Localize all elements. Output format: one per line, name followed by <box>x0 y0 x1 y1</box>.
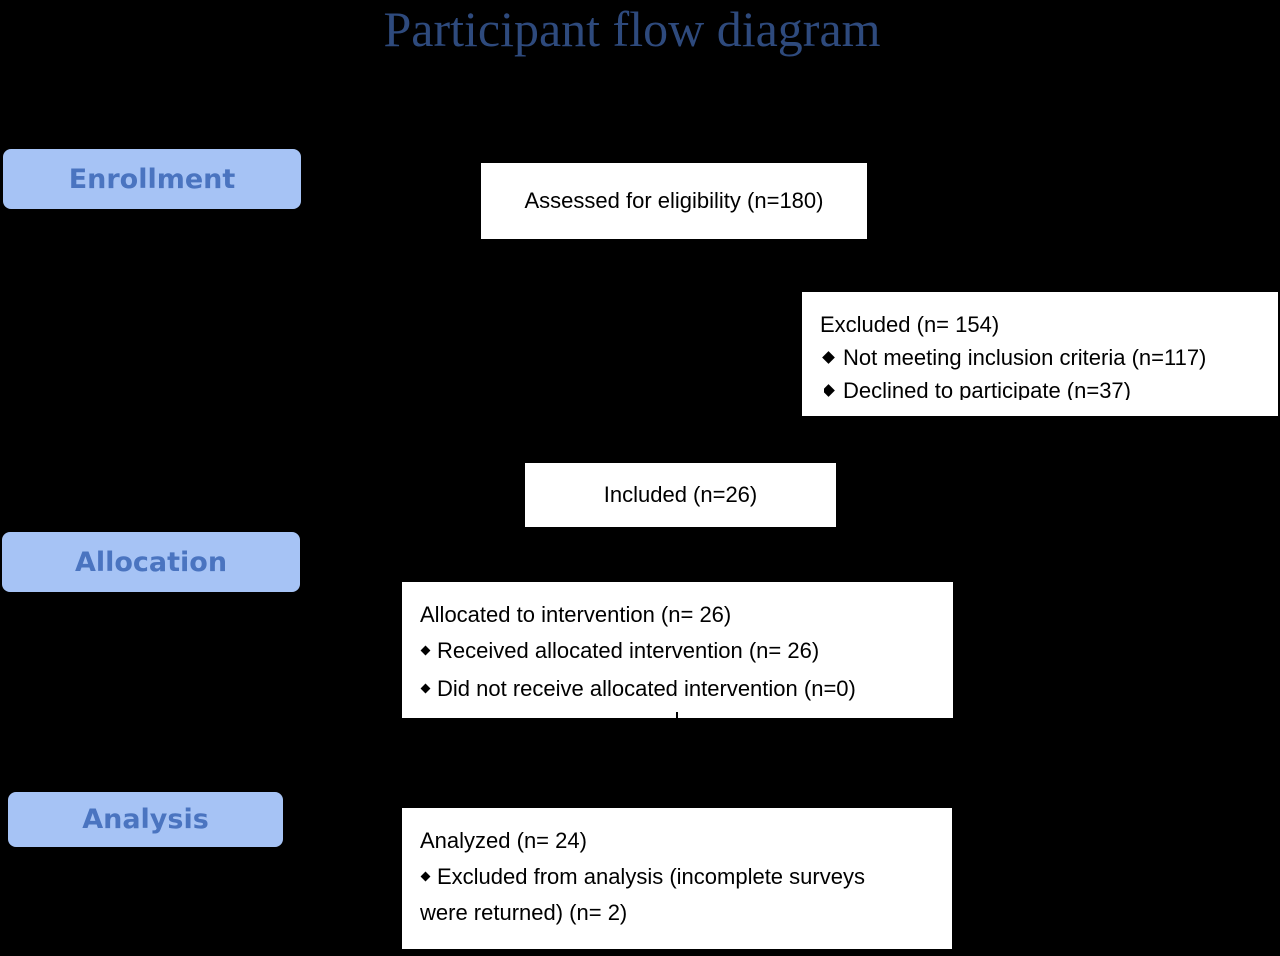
allocated-item: Did not receive allocated intervention (… <box>420 676 856 702</box>
allocated-item-text: Did not receive allocated intervention (… <box>437 676 856 701</box>
included-text: Included (n=26) <box>603 482 758 507</box>
bullet-icon <box>822 350 835 364</box>
bullet-icon <box>420 645 431 656</box>
analyzed-box: Analyzed (n= 24) Excluded from analysis … <box>402 808 952 949</box>
stage-label-analysis: Analysis <box>8 792 283 847</box>
excluded-item-text: Not meeting inclusion criteria (n=117) <box>843 345 1207 370</box>
analyzed-item-text: Excluded from analysis (incomplete surve… <box>437 864 865 889</box>
bullet-icon <box>824 383 835 397</box>
bullet-icon <box>420 683 431 694</box>
excluded-item: Declined to participate (n=37) <box>824 378 1131 400</box>
analyzed-heading: Analyzed (n= 24) <box>420 828 587 853</box>
stage-label-enrollment: Enrollment <box>3 149 301 209</box>
allocated-heading: Allocated to intervention (n= 26) <box>420 602 732 627</box>
bullet-icon <box>420 871 431 882</box>
allocated-item: Received allocated intervention (n= 26) <box>420 638 820 664</box>
excluded-item-text: Declined to participate (n=37) <box>843 378 1131 400</box>
included-box: Included (n=26) <box>525 463 836 527</box>
excluded-box: Excluded (n= 154) Not meeting inclusion … <box>802 292 1278 416</box>
stage-label-allocation: Allocation <box>2 532 300 592</box>
analyzed-item-continuation: were returned) (n= 2) <box>420 900 628 925</box>
diagram-title: Participant flow diagram <box>383 1 881 57</box>
analyzed-item: Excluded from analysis (incomplete surve… <box>420 864 865 890</box>
assessed-text: Assessed for eligibility (n=180) <box>524 188 824 213</box>
assessed-box: Assessed for eligibility (n=180) <box>481 163 867 239</box>
allocated-item-text: Received allocated intervention (n= 26) <box>437 638 820 663</box>
excluded-item: Not meeting inclusion criteria (n=117) <box>822 345 1207 371</box>
connector-stub <box>676 712 678 718</box>
excluded-heading: Excluded (n= 154) <box>820 312 1000 337</box>
allocated-box: Allocated to intervention (n= 26) Receiv… <box>402 582 953 718</box>
